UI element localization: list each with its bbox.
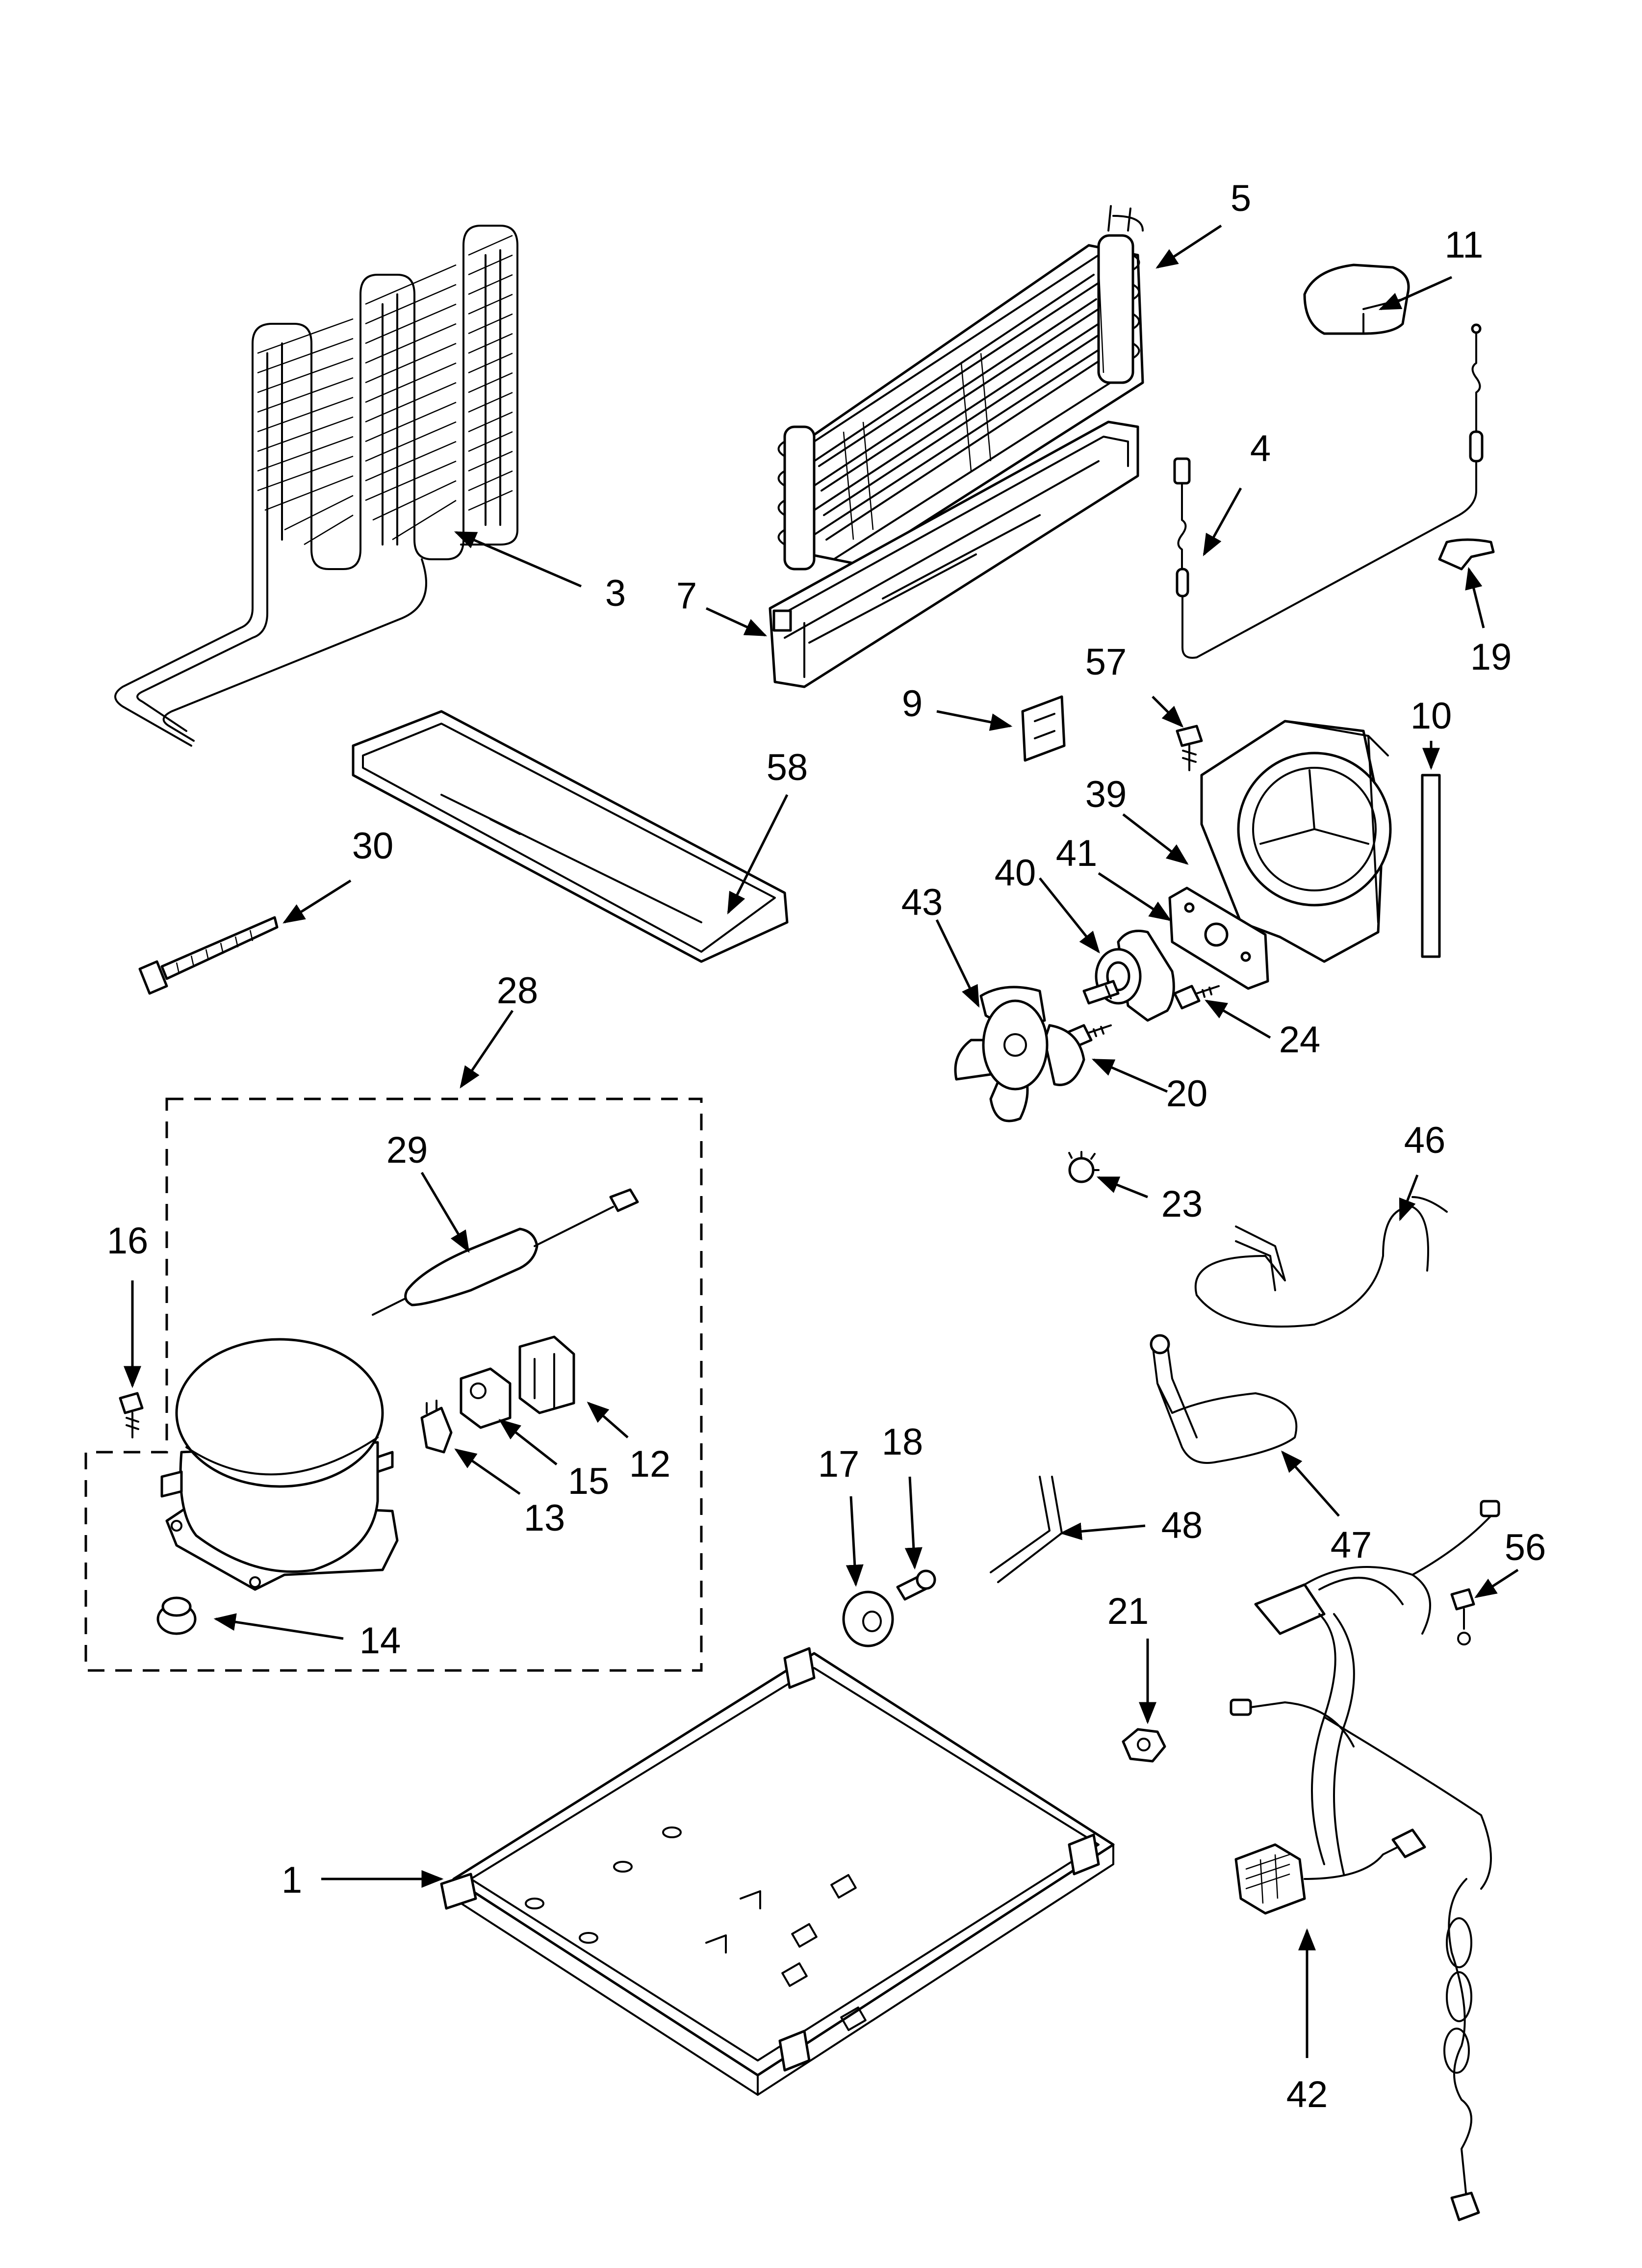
grommet [156, 1596, 197, 1635]
screw-24 [1173, 985, 1220, 1010]
fan-blade [954, 986, 1085, 1122]
callout-labels: 1 3 4 5 7 9 10 11 12 13 14 15 16 17 18 1… [107, 178, 1546, 2115]
drain-trough [769, 420, 1139, 688]
wheel [842, 1590, 894, 1647]
callout-5: 5 [1231, 178, 1251, 219]
callout-30: 30 [352, 825, 394, 867]
relay-cover [518, 1335, 575, 1414]
thermostat-wire [1173, 323, 1484, 659]
screw-57 [1176, 725, 1203, 771]
callout-13: 13 [524, 1497, 565, 1539]
callout-9: 9 [902, 683, 923, 725]
callout-43: 43 [901, 882, 943, 923]
tube-47 [1150, 1334, 1298, 1464]
callout-18: 18 [882, 1421, 924, 1463]
callout-4: 4 [1250, 428, 1271, 469]
callout-11: 11 [1445, 224, 1484, 266]
callout-48: 48 [1161, 1505, 1203, 1546]
callout-10: 10 [1411, 695, 1452, 737]
tube-46 [1194, 1196, 1448, 1328]
tube-48 [990, 1476, 1063, 1583]
fan-motor [1082, 930, 1175, 1022]
callout-1: 1 [282, 1859, 302, 1901]
callout-16: 16 [107, 1220, 149, 1262]
callout-7: 7 [676, 575, 697, 617]
screw-56 [1450, 1588, 1475, 1645]
callout-41: 41 [1056, 833, 1098, 874]
callout-58: 58 [767, 747, 808, 788]
callout-23: 23 [1161, 1183, 1203, 1225]
base-frame [440, 1647, 1115, 2096]
callout-57: 57 [1085, 641, 1127, 683]
callout-21: 21 [1107, 1590, 1149, 1632]
callout-19: 19 [1470, 636, 1512, 678]
bushing [1068, 1151, 1100, 1183]
drain-pan [352, 710, 789, 963]
cable-tie [138, 916, 279, 995]
callout-40: 40 [995, 852, 1036, 894]
callout-15: 15 [568, 1460, 610, 1502]
leader-lines [124, 224, 1519, 2058]
motor-plate [1168, 886, 1269, 990]
callout-12: 12 [629, 1443, 671, 1485]
fan-shroud [1200, 720, 1392, 963]
callout-24: 24 [1279, 1019, 1321, 1061]
callout-29: 29 [386, 1129, 428, 1171]
callout-42: 42 [1286, 2074, 1328, 2115]
callout-56: 56 [1505, 1527, 1546, 1568]
bracket-part [1021, 695, 1066, 762]
callout-28: 28 [497, 970, 539, 1012]
filter-drier [372, 1188, 639, 1316]
compressor [160, 1338, 399, 1591]
condenser-coil [114, 225, 518, 747]
screw-16 [119, 1392, 144, 1438]
nut [1122, 1728, 1166, 1763]
clip-part [1438, 538, 1495, 571]
callout-14: 14 [359, 1620, 401, 1662]
callout-20: 20 [1166, 1073, 1208, 1115]
callout-17: 17 [818, 1443, 860, 1485]
wiring-harness [1230, 1500, 1500, 2221]
axle-pin [896, 1569, 936, 1601]
evaporator-coil [777, 205, 1144, 571]
overload-part [420, 1400, 453, 1454]
assembly-28-outline [84, 1097, 703, 1672]
callout-46: 46 [1404, 1120, 1446, 1161]
cap-part [1303, 263, 1410, 335]
foam-strip [1421, 774, 1441, 958]
relay-part [460, 1367, 512, 1429]
callout-47: 47 [1331, 1524, 1372, 1566]
callout-39: 39 [1085, 774, 1127, 815]
callout-3: 3 [605, 573, 626, 614]
